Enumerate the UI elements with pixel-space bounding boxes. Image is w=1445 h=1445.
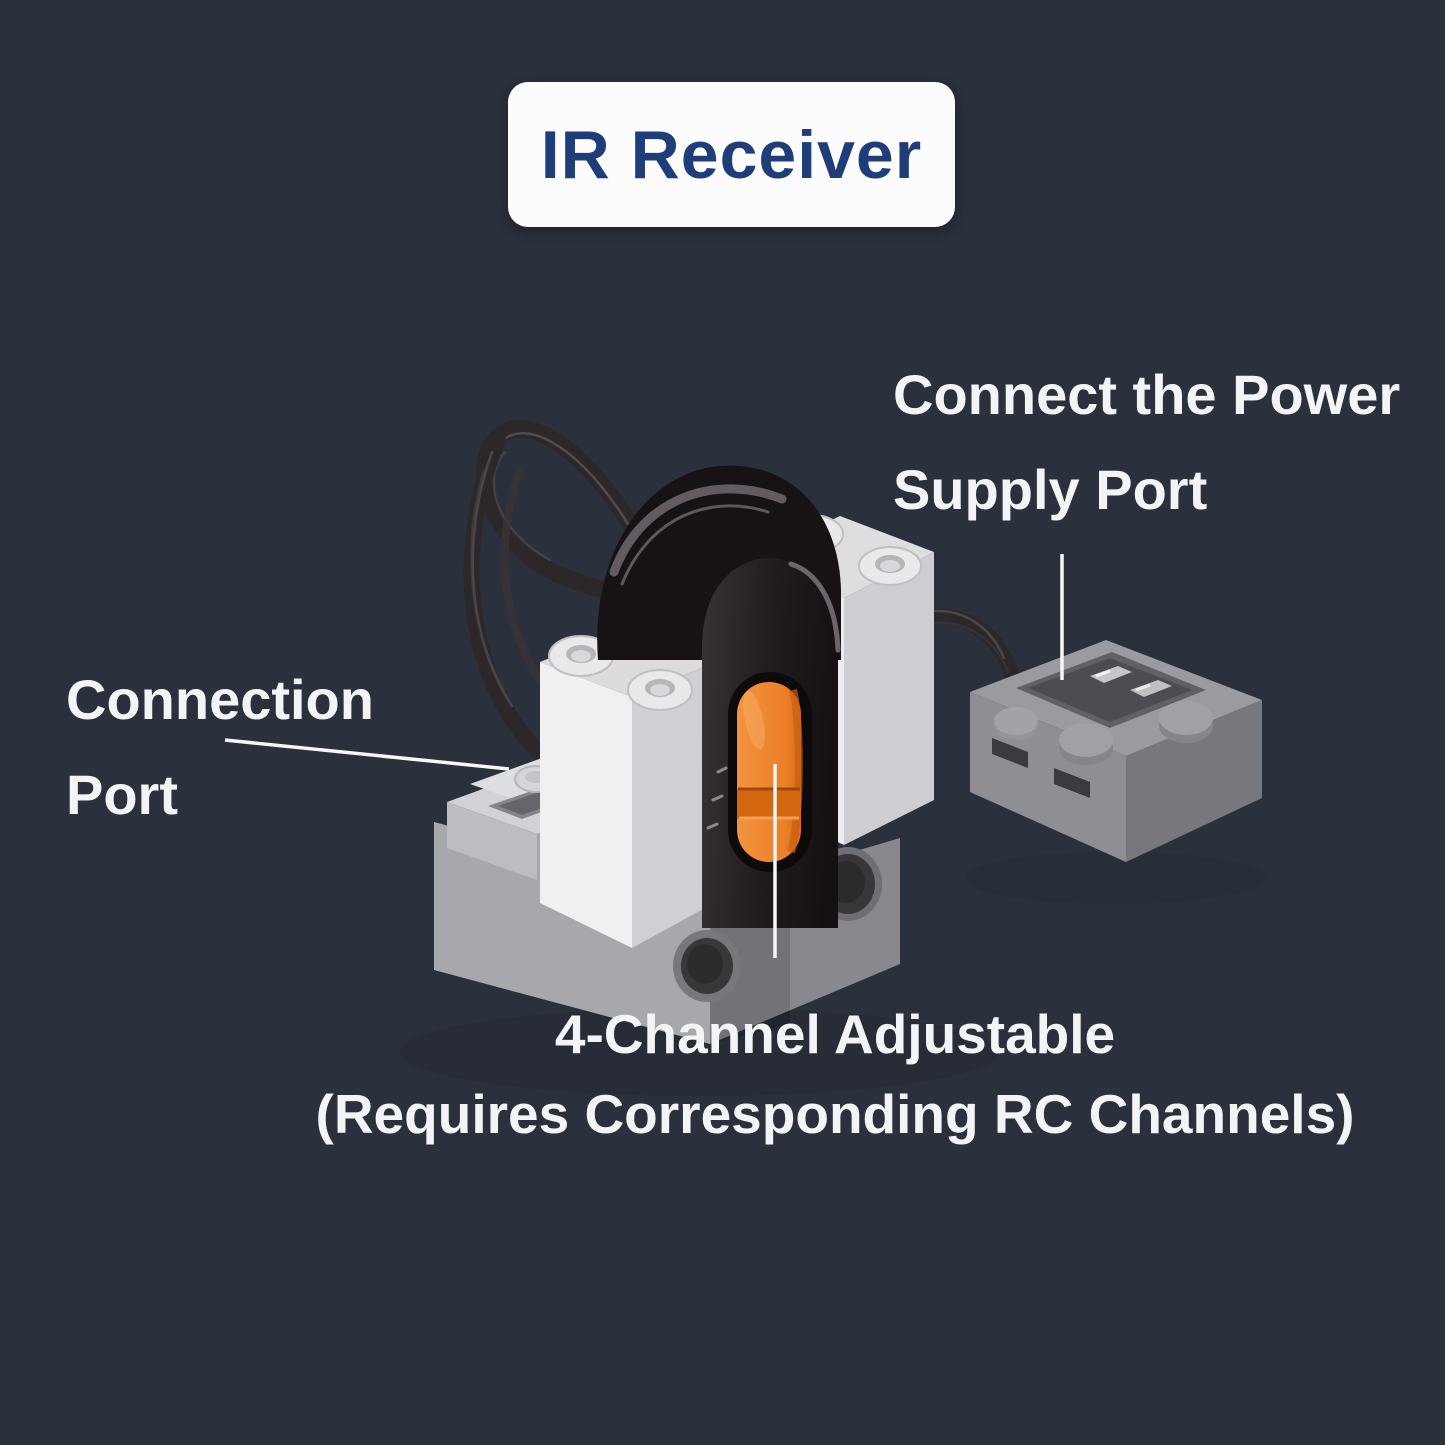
- technic-hole-front: [673, 930, 741, 1002]
- hollow-stud: [548, 635, 614, 677]
- connector-plug: [970, 640, 1262, 862]
- callout-power-supply-line2: Supply Port: [893, 458, 1208, 521]
- callout-connection-port-line2: Port: [66, 763, 178, 826]
- base-block: [434, 822, 900, 1044]
- callout-channel-line2: (Requires Corresponding RC Channels): [315, 1083, 1355, 1145]
- ir-housing: [597, 465, 841, 928]
- channel-marks: [706, 766, 728, 830]
- connector-studs: [994, 701, 1213, 765]
- hollow-stud: [858, 546, 922, 586]
- connector-slots: [992, 738, 1090, 798]
- ground-shadow: [400, 852, 1265, 1096]
- callout-power-supply-line1: Connect the Power: [893, 363, 1401, 426]
- callout-connection-port-line1: Connection: [66, 668, 374, 731]
- leader-line-connection-port: [224, 738, 510, 771]
- hollow-stud: [627, 669, 693, 711]
- page-title: IR Receiver: [540, 116, 923, 193]
- callout-connection-port: Connection Port: [66, 652, 374, 842]
- title-card: IR Receiver: [508, 82, 955, 227]
- left-brick: [540, 628, 716, 948]
- callout-channel-line1: 4-Channel Adjustable: [554, 1003, 1116, 1065]
- channel-selector: [737, 682, 803, 862]
- callout-power-supply: Connect the Power Supply Port: [893, 347, 1400, 537]
- callout-channel-adjustable: 4-Channel Adjustable (Requires Correspon…: [230, 994, 1440, 1154]
